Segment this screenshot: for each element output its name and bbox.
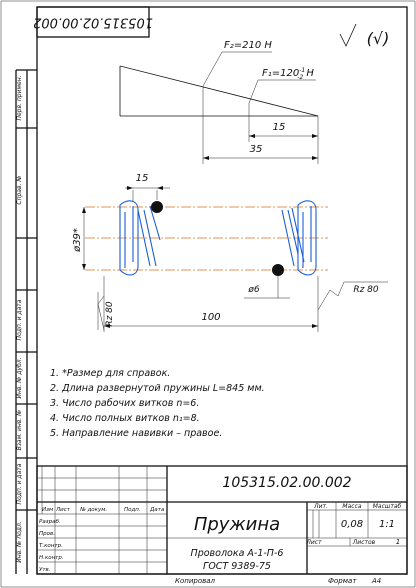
row-label-developer: Разраб.	[39, 519, 61, 525]
side-label-replace-inv: Взам. инв. №	[16, 410, 23, 451]
col-header-list: Лист	[55, 507, 71, 513]
lit-label: Лит.	[313, 503, 328, 510]
col-header-izm: Изм	[42, 507, 53, 513]
col-header-sign: Подп.	[124, 507, 141, 513]
chart-dim-35: 35	[250, 144, 263, 155]
note-5: 5. Направление навивки – правое.	[50, 428, 222, 439]
spring-dim-15: 15	[136, 173, 149, 184]
load-chart: F₂=210 H F₁=120-1-2 H 15 35	[119, 40, 319, 164]
side-strip: Перв. примен. Справ. № Подп. и дата Инв.…	[15, 69, 37, 574]
row-label-tcontrol: Т.контр.	[39, 543, 63, 549]
col-header-date: Дата	[149, 507, 165, 513]
spring-dim-wire: ø6	[247, 285, 260, 295]
chart-dim-15: 15	[273, 122, 286, 133]
note-2: 2. Длина развернутой пружины L=845 мм.	[50, 383, 265, 394]
roughness-general: (√)	[339, 23, 390, 48]
side-label-first-use: Перв. примен.	[16, 75, 23, 120]
side-label-sign-date-1: Подп. и дата	[16, 299, 23, 340]
spring-dim-length: 100	[201, 312, 220, 323]
side-label-dup-inv: Инв. № дубл.	[16, 357, 23, 398]
side-label-sign-date-2: Подп. и дата	[16, 463, 23, 504]
rz-right: Rz 80	[353, 285, 379, 295]
title-name: Пружина	[194, 514, 280, 535]
format-label: Формат	[328, 577, 357, 585]
side-label-orig-inv: Инв. № подл.	[16, 521, 23, 562]
scale-label: Масштаб	[373, 503, 402, 510]
scale-value: 1:1	[379, 519, 395, 530]
col-header-doc: № докум.	[79, 507, 107, 513]
wire-section-top	[151, 201, 163, 213]
mass-value: 0,08	[341, 519, 363, 530]
title-material-2: ГОСТ 9389-75	[203, 561, 271, 572]
copied-label: Копировал	[175, 577, 216, 585]
format-value: А4	[371, 577, 381, 585]
row-label-ncontrol: Н.контр.	[39, 555, 64, 561]
row-label-approved: Утв.	[39, 567, 51, 573]
side-label-ref-no: Справ. №	[16, 175, 23, 204]
row-label-checker: Пров.	[39, 531, 55, 537]
spring-dim-diameter: ø39*	[72, 228, 83, 253]
roughness-check-icon	[339, 23, 357, 47]
note-4: 4. Число полных витков n₁=8.	[50, 413, 200, 424]
sheet-label: Лист	[305, 539, 322, 546]
note-3: 3. Число рабочих витков n=6.	[50, 398, 199, 409]
title-block: 105315.02.00.002 Пружина Проволока А-1-П…	[36, 465, 408, 575]
wire-section-bottom	[272, 264, 284, 276]
rotated-code-box: 105315.02.00.002	[33, 6, 153, 38]
title-material-1: Проволока А-1-П-6	[191, 548, 284, 559]
rotated-doc-code: 105315.02.00.002	[33, 15, 153, 30]
f1-label: F₁=120-1-2 H	[262, 67, 314, 81]
sheets-label: Листов	[352, 539, 376, 546]
roughness-symbol: (√)	[367, 29, 390, 48]
f2-label: F₂=210 H	[224, 40, 272, 51]
note-1: 1. *Размер для справок.	[50, 368, 170, 379]
mass-label: Масса	[342, 503, 361, 510]
title-code: 105315.02.00.002	[222, 475, 351, 491]
technical-notes: 1. *Размер для справок. 2. Длина разверн…	[50, 368, 265, 439]
rz-left: Rz 80	[105, 301, 115, 327]
spring-view: 15 ø39* ø6 100 Rz 80 Rz 80	[72, 173, 388, 332]
sheets-value: 1	[396, 538, 400, 546]
